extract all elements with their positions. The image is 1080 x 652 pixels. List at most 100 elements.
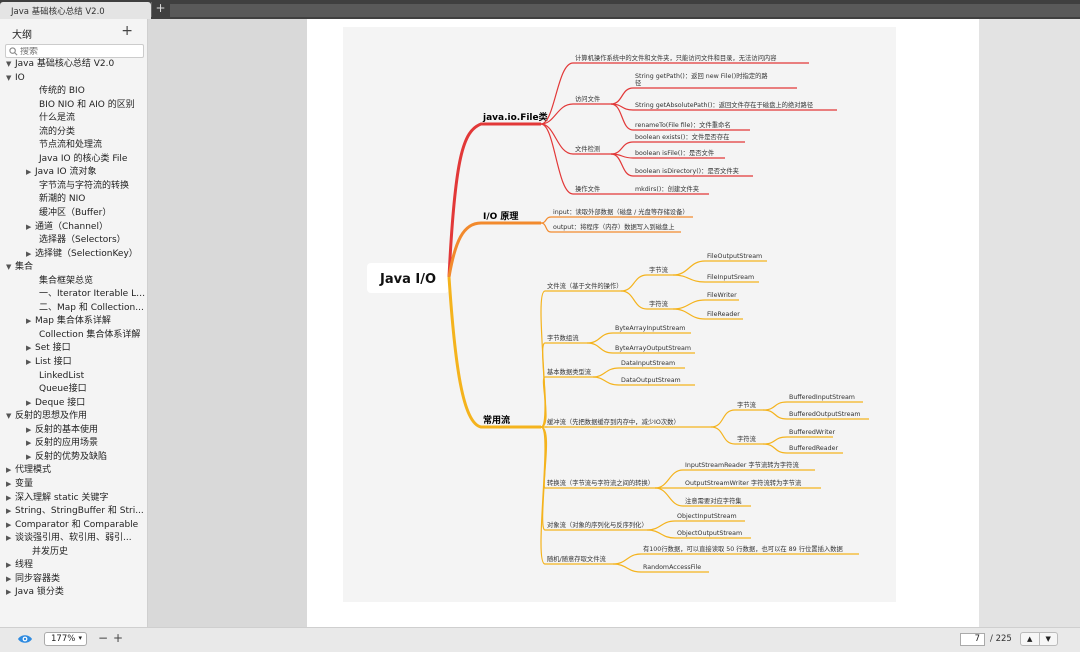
outline-item[interactable]: ▶反射的应用场景 bbox=[0, 437, 147, 451]
outline-item[interactable]: ▶List 接口 bbox=[0, 356, 147, 370]
mindmap-image: Java I/O java.io.File类 I/O 原理 常用流 bbox=[343, 27, 896, 602]
yellow-underlines bbox=[545, 260, 869, 573]
outline-item-label: 选择键（SelectionKey） bbox=[35, 248, 138, 259]
outline-item[interactable]: 选择器（Selectors） bbox=[0, 234, 147, 248]
expanded-triangle-icon[interactable]: ▼ bbox=[6, 73, 12, 82]
outline-item-label: 流的分类 bbox=[39, 126, 76, 137]
collapsed-triangle-icon[interactable]: ▶ bbox=[6, 574, 12, 583]
bufferedinputstream: BufferedInputStream bbox=[789, 394, 855, 401]
zoom-out-button[interactable]: − bbox=[98, 631, 109, 645]
outline-item-label: 选择器（Selectors） bbox=[39, 235, 126, 246]
new-tab-button[interactable]: + bbox=[151, 2, 169, 17]
orange-connectors bbox=[540, 216, 693, 233]
outline-search[interactable] bbox=[5, 44, 144, 58]
getabsolutepath: String getAbsolutePath()：返回文件存在于磁盘上的绝对路径 bbox=[635, 100, 814, 109]
outline-item[interactable]: ▶Comparator 和 Comparable bbox=[0, 519, 147, 533]
outline-item[interactable]: ▶String、StringBuffer 和 Stri... bbox=[0, 505, 147, 519]
branch-stream-label: 常用流 bbox=[483, 414, 510, 426]
outline-item[interactable]: ▶反射的优势及缺陷 bbox=[0, 451, 147, 465]
outline-item[interactable]: ▶线程 bbox=[0, 559, 147, 573]
outline-item[interactable]: 集合框架总览 bbox=[0, 275, 147, 289]
bottom-toolbar: 177%▾ − + 7 / 225 ▲ ▼ bbox=[0, 627, 1080, 652]
outline-item[interactable]: ▶反射的基本使用 bbox=[0, 424, 147, 438]
outline-item[interactable]: ▶谈谈强引用、软引用、弱引... bbox=[0, 532, 147, 546]
prev-page-button[interactable]: ▲ bbox=[1027, 635, 1033, 643]
outline-item[interactable]: 新潮的 NIO bbox=[0, 193, 147, 207]
outline-item[interactable]: ▶Deque 接口 bbox=[0, 397, 147, 411]
outline-item[interactable]: ▶通道（Channel） bbox=[0, 221, 147, 235]
outline-item[interactable]: BIO NIO 和 AIO 的区别 bbox=[0, 99, 147, 113]
collapsed-triangle-icon[interactable]: ▶ bbox=[26, 425, 32, 434]
outline-item-label: List 接口 bbox=[35, 357, 72, 368]
expanded-triangle-icon[interactable]: ▼ bbox=[6, 412, 12, 421]
zoom-select[interactable]: 177%▾ bbox=[44, 632, 87, 646]
collapsed-triangle-icon[interactable]: ▶ bbox=[6, 561, 12, 570]
outline-item[interactable]: 缓冲区（Buffer） bbox=[0, 207, 147, 221]
collapsed-triangle-icon[interactable]: ▶ bbox=[26, 168, 32, 177]
outline-item[interactable]: ▶深入理解 static 关键字 bbox=[0, 492, 147, 506]
collapsed-triangle-icon[interactable]: ▶ bbox=[26, 344, 32, 353]
expand-triangle-icon[interactable]: ▼ bbox=[6, 60, 12, 68]
outline-item[interactable]: 二、Map 和 Collection... bbox=[0, 302, 147, 316]
collapsed-triangle-icon[interactable]: ▶ bbox=[6, 507, 12, 516]
buffer-byte: 字节流 bbox=[737, 400, 757, 409]
outline-item[interactable]: ▶代理模式 bbox=[0, 464, 147, 478]
document-area: Java I/O java.io.File类 I/O 原理 常用流 bbox=[148, 19, 1080, 627]
outline-item[interactable]: 并发历史 bbox=[0, 546, 147, 560]
outline-item[interactable]: 流的分类 bbox=[0, 126, 147, 140]
collapsed-triangle-icon[interactable]: ▶ bbox=[26, 317, 32, 326]
outline-item[interactable]: ▶同步容器类 bbox=[0, 573, 147, 587]
add-outline-button[interactable]: + bbox=[121, 23, 133, 39]
outline-item[interactable]: ▶选择键（SelectionKey） bbox=[0, 248, 147, 262]
outline-item[interactable]: 什么是流 bbox=[0, 112, 147, 126]
collapsed-triangle-icon[interactable]: ▶ bbox=[6, 493, 12, 502]
collapsed-triangle-icon[interactable]: ▶ bbox=[26, 249, 32, 258]
getpath-1: String getPath()：返回 new File()时指定的路 bbox=[635, 71, 768, 80]
document-tab[interactable]: Java 基础核心总结 V2.0 bbox=[0, 2, 151, 19]
expanded-triangle-icon[interactable]: ▼ bbox=[6, 263, 12, 272]
collapsed-triangle-icon[interactable]: ▶ bbox=[6, 520, 12, 529]
outline-item[interactable]: ▶Java IO 流对象 bbox=[0, 166, 147, 180]
outline-item[interactable]: 传统的 BIO bbox=[0, 85, 147, 99]
eye-icon[interactable] bbox=[17, 633, 33, 645]
outline-item-label: 缓冲区（Buffer） bbox=[39, 208, 112, 219]
outline-item[interactable]: ▶Map 集合体系详解 bbox=[0, 315, 147, 329]
io-output: output：将程序（内存）数据写入到磁盘上 bbox=[553, 222, 675, 231]
collapsed-triangle-icon[interactable]: ▶ bbox=[26, 452, 32, 461]
outline-item[interactable]: Queue接口 bbox=[0, 383, 147, 397]
outline-item[interactable]: ▶Java 锁分类 bbox=[0, 586, 147, 600]
exists: boolean exists()：文件是否存在 bbox=[635, 132, 729, 141]
page-number-input[interactable]: 7 bbox=[960, 633, 985, 646]
collapsed-triangle-icon[interactable]: ▶ bbox=[6, 479, 12, 488]
outline-item[interactable]: 节点流和处理流 bbox=[0, 139, 147, 153]
collapsed-triangle-icon[interactable]: ▶ bbox=[6, 588, 12, 597]
collapsed-triangle-icon[interactable]: ▶ bbox=[26, 439, 32, 448]
collapsed-triangle-icon[interactable]: ▶ bbox=[26, 398, 32, 407]
outline-item[interactable]: ▶Set 接口 bbox=[0, 342, 147, 356]
outline-item[interactable]: 一、Iterator Iterable Lis... bbox=[0, 288, 147, 302]
outline-item-label: 字节流与字符流的转换 bbox=[39, 180, 130, 191]
collapsed-triangle-icon[interactable]: ▶ bbox=[26, 358, 32, 367]
search-input[interactable] bbox=[20, 46, 140, 57]
outline-item-label: Java IO 的核心类 File bbox=[39, 153, 128, 164]
outline-item-label: 反射的优势及缺陷 bbox=[35, 451, 108, 462]
bufferedwriter: BufferedWriter bbox=[789, 429, 835, 436]
right-gutter bbox=[979, 19, 1080, 627]
collapsed-triangle-icon[interactable]: ▶ bbox=[6, 534, 12, 543]
collapsed-triangle-icon[interactable]: ▶ bbox=[6, 466, 12, 475]
collapsed-triangle-icon[interactable]: ▶ bbox=[26, 222, 32, 231]
branch-orange bbox=[447, 221, 541, 278]
outline-item[interactable]: LinkedList bbox=[0, 370, 147, 384]
outline-item[interactable]: ▼集合 bbox=[0, 261, 147, 275]
outline-root[interactable]: ▼Java 基础核心总结 V2.0 bbox=[0, 58, 147, 72]
outline-item[interactable]: Java IO 的核心类 File bbox=[0, 153, 147, 167]
next-page-button[interactable]: ▼ bbox=[1038, 633, 1058, 645]
outline-item[interactable]: ▼反射的思想及作用 bbox=[0, 410, 147, 424]
outline-item[interactable]: ▼IO bbox=[0, 72, 147, 86]
filereader: FileReader bbox=[707, 311, 740, 318]
outline-item[interactable]: 字节流与字符流的转换 bbox=[0, 180, 147, 194]
outline-item[interactable]: Collection 集合体系详解 bbox=[0, 329, 147, 343]
outline-item[interactable]: ▶变量 bbox=[0, 478, 147, 492]
zoom-in-button[interactable]: + bbox=[113, 631, 124, 645]
